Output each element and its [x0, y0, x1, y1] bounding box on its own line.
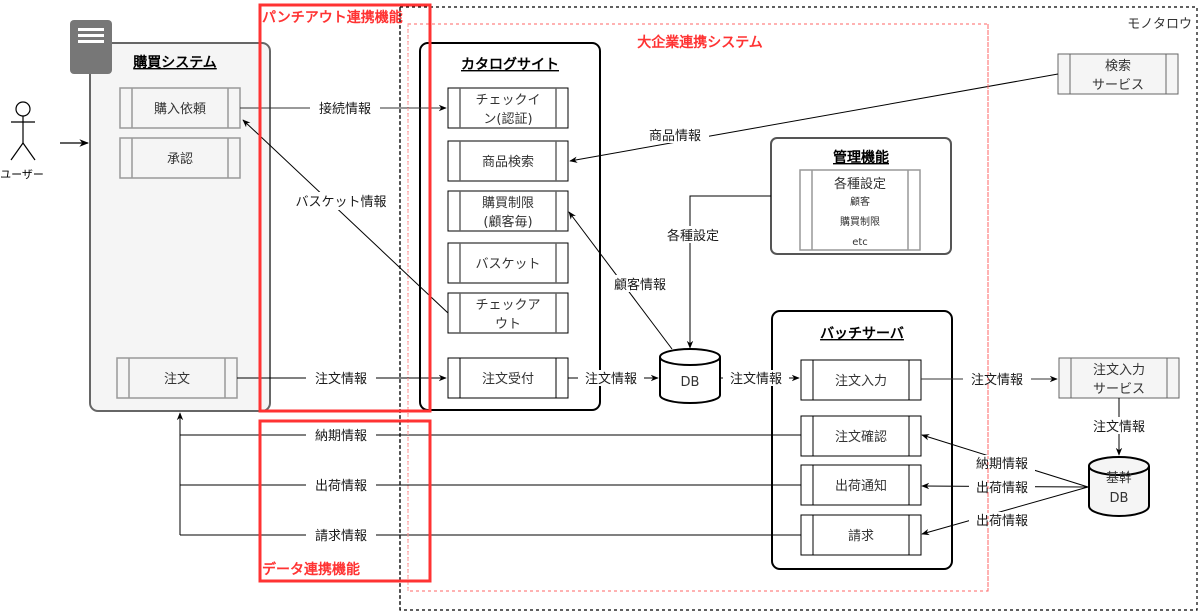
svg-text:出荷情報: 出荷情報 [315, 479, 367, 494]
user-label: ユーザー [0, 168, 44, 181]
svg-text:注文情報: 注文情報 [315, 372, 367, 387]
edge-basket-info: バスケット情報 [242, 119, 449, 314]
svg-text:出荷通知: 出荷通知 [835, 478, 887, 494]
edge-order-info-4: 注文情報 [921, 371, 1058, 388]
search-service[interactable]: 検索 サービス [1057, 53, 1179, 95]
svg-text:購入依頼: 購入依頼 [154, 102, 206, 117]
svg-text:注文入力: 注文入力 [835, 374, 887, 389]
process-order-input[interactable]: 注文入力 [800, 359, 922, 401]
svg-text:注文情報: 注文情報 [971, 373, 1023, 388]
svg-text:顧客情報: 顧客情報 [614, 277, 666, 293]
svg-text:検索: 検索 [1105, 59, 1131, 74]
enterprise-system-label: 大企業連携システム [637, 34, 763, 51]
purchase-system: 購買システム 購入依頼 承認 注文 [70, 20, 271, 412]
punchout-label: パンチアウト連携機能 [262, 9, 403, 26]
process-purchase-request[interactable]: 購入依頼 [119, 87, 241, 129]
svg-text:注文入力: 注文入力 [1093, 363, 1145, 378]
svg-text:商品情報: 商品情報 [649, 129, 701, 144]
svg-text:出荷情報: 出荷情報 [976, 481, 1028, 496]
svg-text:請求: 請求 [848, 529, 874, 544]
svg-text:注文受付: 注文受付 [482, 372, 534, 387]
edge-product-info: 商品情報 [569, 73, 1059, 163]
process-order-reception[interactable]: 注文受付 [447, 357, 569, 399]
process-billing[interactable]: 請求 [800, 514, 922, 556]
svg-text:商品検索: 商品検索 [482, 155, 534, 170]
process-product-search[interactable]: 商品検索 [447, 140, 569, 182]
svg-text:DB: DB [681, 375, 700, 390]
process-basket[interactable]: バスケット [447, 242, 569, 284]
svg-text:出荷情報: 出荷情報 [976, 514, 1028, 529]
process-shipping-notice[interactable]: 出荷通知 [800, 464, 922, 506]
punchout-region-border [258, 3, 432, 413]
svg-text:ン(認証): ン(認証) [483, 111, 532, 127]
svg-text:etc: etc [852, 237, 868, 248]
process-order-confirmation[interactable]: 注文確認 [800, 415, 922, 457]
svg-text:バスケット: バスケット [475, 257, 540, 272]
process-order[interactable]: 注文 [116, 357, 238, 399]
edge-delivery-info-left: 納期情報 [180, 427, 801, 444]
svg-text:(顧客毎): (顧客毎) [483, 214, 532, 230]
edge-connection-info: 接続情報 [240, 100, 447, 117]
data-link-region-border [258, 419, 432, 583]
monotaro-label: モノタロウ [1127, 17, 1192, 32]
db-cylinder[interactable]: DB [659, 348, 721, 404]
svg-text:チェックイ: チェックイ [475, 93, 540, 108]
process-settings[interactable]: 各種設定 顧客 購買制限 etc [799, 169, 921, 251]
edge-delivery-info-right: 納期情報 [921, 434, 1089, 488]
svg-text:納期情報: 納期情報 [315, 429, 367, 444]
svg-text:チェックア: チェックア [475, 298, 540, 313]
svg-text:各種設定: 各種設定 [834, 176, 886, 192]
svg-text:各種設定: 各種設定 [667, 228, 719, 244]
process-checkout[interactable]: チェックア ウト [447, 292, 569, 334]
process-purchase-limit[interactable]: 購買制限 (顧客毎) [447, 190, 569, 232]
admin-function: 管理機能 各種設定 顧客 購買制限 etc [770, 137, 952, 255]
edge-shipping-info-left: 出荷情報 [180, 477, 801, 494]
svg-text:バスケット情報: バスケット情報 [295, 195, 386, 210]
svg-text:注文確認: 注文確認 [835, 429, 887, 445]
order-input-service[interactable]: 注文入力 サービス [1058, 357, 1180, 399]
svg-text:基幹: 基幹 [1106, 470, 1132, 486]
svg-text:購買制限: 購買制限 [840, 215, 880, 228]
svg-text:納期情報: 納期情報 [976, 457, 1028, 472]
svg-text:サービス: サービス [1092, 78, 1144, 93]
svg-text:注文情報: 注文情報 [585, 372, 637, 387]
svg-text:サービス: サービス [1093, 382, 1145, 397]
svg-text:接続情報: 接続情報 [319, 101, 371, 117]
data-link-region: データ連携機能 [258, 419, 432, 583]
edge-settings: 各種設定 [659, 195, 771, 349]
edge-shipping-info-right-2: 出荷情報 [921, 486, 1089, 536]
edge-order-info-5: 注文情報 [1085, 398, 1153, 456]
svg-text:注文情報: 注文情報 [730, 372, 782, 387]
svg-text:顧客: 顧客 [850, 195, 870, 208]
edge-customer-info: 顧客情報 [568, 211, 674, 350]
catalog-site-title: カタログサイト [461, 56, 559, 73]
process-checkin[interactable]: チェックイ ン(認証) [447, 87, 569, 129]
edge-order-info-1: 注文情報 [237, 370, 447, 387]
data-link-label: データ連携機能 [262, 561, 360, 578]
core-db-cylinder[interactable]: 基幹 DB [1088, 456, 1150, 517]
purchase-system-title: 購買システム [132, 54, 217, 71]
process-approval[interactable]: 承認 [119, 137, 241, 179]
svg-text:承認: 承認 [167, 151, 193, 167]
batch-server-title: バッチサーバ [820, 326, 904, 342]
server-icon [70, 20, 112, 74]
admin-title: 管理機能 [833, 149, 889, 166]
svg-text:注文情報: 注文情報 [1093, 420, 1145, 435]
svg-text:注文: 注文 [164, 372, 190, 387]
svg-text:ウト: ウト [495, 317, 521, 332]
edge-order-info-3: 注文情報 [720, 370, 800, 387]
user-actor: ユーザー [0, 101, 44, 181]
edge-shipping-info-right: 出荷情報 [921, 479, 1089, 496]
svg-text:DB: DB [1110, 491, 1129, 506]
svg-text:購買制限: 購買制限 [482, 196, 534, 211]
edge-order-info-2: 注文情報 [568, 370, 659, 387]
edge-billing-info-left: 請求情報 [180, 527, 801, 544]
svg-text:請求情報: 請求情報 [315, 529, 367, 544]
